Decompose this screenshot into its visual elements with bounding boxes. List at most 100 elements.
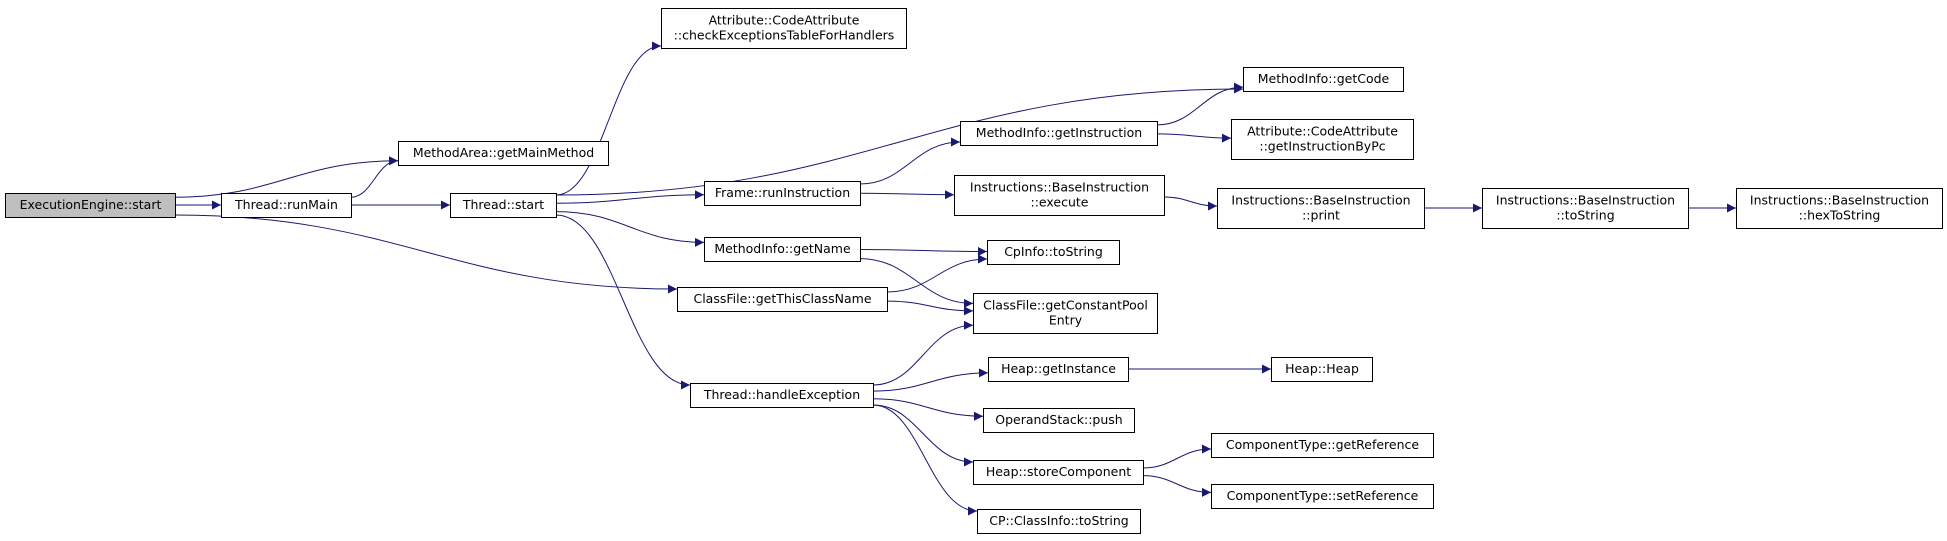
- node-methodinfo-getinstruction[interactable]: MethodInfo::getInstruction: [960, 121, 1158, 146]
- node-label: ::hexToString: [1799, 208, 1881, 223]
- node-box: [450, 193, 557, 218]
- node-box: [1482, 188, 1689, 229]
- node-box: [1736, 188, 1943, 229]
- edge-thread-handleexception-to-heap-getinstance: [872, 368, 989, 392]
- node-label: Entry: [1049, 313, 1083, 328]
- node-label: Thread::runMain: [234, 197, 338, 212]
- node-label: MethodInfo::getInstruction: [976, 125, 1142, 140]
- node-label: ::print: [1302, 208, 1340, 223]
- node-thread-handleexception[interactable]: Thread::handleException: [690, 383, 874, 408]
- node-thread-start[interactable]: Thread::start: [450, 193, 557, 218]
- node-box: [5, 193, 176, 218]
- edge-heap-storecomponent-to-componenttype-setreference: [1142, 475, 1212, 497]
- node-box: [977, 509, 1141, 534]
- node-label: Heap::Heap: [1285, 361, 1359, 376]
- node-label: ClassFile::getThisClassName: [693, 291, 871, 306]
- edge-thread-start-to-codeattribute-checkexceptions: [555, 41, 662, 196]
- node-methodarea-getmainmethod[interactable]: MethodArea::getMainMethod: [398, 141, 609, 166]
- node-baseinstruction-execute[interactable]: Instructions::BaseInstruction::execute: [954, 175, 1165, 216]
- node-codeattribute-checkexceptions[interactable]: Attribute::CodeAttribute::checkException…: [661, 8, 907, 49]
- node-label: OperandStack::push: [995, 412, 1122, 427]
- node-label: Instructions::BaseInstruction: [1496, 193, 1675, 208]
- edge-execution-engine-start-to-methodarea-getmainmethod: [174, 156, 399, 198]
- edge-frame-runinstruction-to-methodinfo-getinstruction: [859, 137, 961, 185]
- edge-methodinfo-getinstruction-to-codeattribute-getinstructionbypc: [1156, 133, 1232, 143]
- node-label: ::execute: [1031, 195, 1089, 210]
- node-label: CpInfo::toString: [1004, 244, 1103, 259]
- edge-classfile-getthisclassname-to-classfile-getconstantpoolentry: [886, 300, 974, 316]
- node-box: [1211, 484, 1434, 509]
- edge-frame-runinstruction-to-baseinstruction-execute: [859, 190, 955, 200]
- node-label: ClassFile::getConstantPool: [983, 298, 1148, 313]
- node-box: [1217, 188, 1425, 229]
- node-classfile-getthisclassname[interactable]: ClassFile::getThisClassName: [677, 287, 888, 312]
- node-label: ComponentType::setReference: [1227, 488, 1419, 503]
- node-box: [960, 121, 1158, 146]
- node-label: Instructions::BaseInstruction: [1750, 193, 1929, 208]
- edge-thread-handleexception-to-operandstack-push: [872, 398, 984, 421]
- node-box: [954, 175, 1165, 216]
- node-box: [987, 240, 1120, 265]
- edges-layer: [174, 41, 1736, 516]
- node-codeattribute-getinstructionbypc[interactable]: Attribute::CodeAttribute::getInstruction…: [1231, 119, 1414, 160]
- node-heap-storecomponent[interactable]: Heap::storeComponent: [973, 460, 1144, 485]
- edge-thread-runmain-to-methodarea-getmainmethod: [350, 156, 399, 198]
- node-box: [973, 293, 1158, 334]
- node-label: ComponentType::getReference: [1226, 437, 1419, 452]
- node-componenttype-setreference[interactable]: ComponentType::setReference: [1211, 484, 1434, 509]
- node-label: ::getInstructionByPc: [1259, 139, 1385, 154]
- edge-thread-handleexception-to-classfile-getconstantpoolentry: [872, 320, 974, 386]
- node-label: ::checkExceptionsTableForHandlers: [674, 28, 895, 43]
- edge-heap-storecomponent-to-componenttype-getreference: [1142, 444, 1212, 469]
- node-box: [690, 383, 874, 408]
- node-heap-getinstance[interactable]: Heap::getInstance: [988, 357, 1129, 382]
- node-frame-runinstruction[interactable]: Frame::runInstruction: [704, 181, 861, 206]
- node-label: Thread::start: [462, 197, 544, 212]
- node-label: Attribute::CodeAttribute: [709, 13, 860, 28]
- node-label: Frame::runInstruction: [715, 185, 850, 200]
- node-box: [983, 408, 1135, 433]
- edge-execution-engine-start-to-classfile-getthisclassname: [174, 214, 678, 294]
- node-box: [677, 287, 888, 312]
- node-baseinstruction-tostring[interactable]: Instructions::BaseInstruction::toString: [1482, 188, 1689, 229]
- node-methodinfo-getname[interactable]: MethodInfo::getName: [704, 237, 861, 262]
- edge-thread-handleexception-to-cp-classinfo-tostring: [872, 404, 978, 516]
- edge-methodinfo-getinstruction-to-methodinfo-getcode: [1156, 82, 1244, 126]
- node-operandstack-push[interactable]: OperandStack::push: [983, 408, 1135, 433]
- edge-classfile-getthisclassname-to-cpinfo-tostring: [886, 254, 988, 293]
- node-baseinstruction-print[interactable]: Instructions::BaseInstruction::print: [1217, 188, 1425, 229]
- node-label: ExecutionEngine::start: [20, 197, 162, 212]
- node-box: [973, 460, 1144, 485]
- node-box: [398, 141, 609, 166]
- node-componenttype-getreference[interactable]: ComponentType::getReference: [1211, 433, 1434, 458]
- node-cp-classinfo-tostring[interactable]: CP::ClassInfo::toString: [977, 509, 1141, 534]
- node-label: Heap::storeComponent: [986, 464, 1131, 479]
- node-label: Thread::handleException: [703, 387, 860, 402]
- node-methodinfo-getcode[interactable]: MethodInfo::getCode: [1243, 67, 1404, 92]
- node-thread-runmain[interactable]: Thread::runMain: [221, 193, 352, 218]
- node-label: Attribute::CodeAttribute: [1247, 124, 1398, 139]
- node-heap-heap[interactable]: Heap::Heap: [1271, 357, 1373, 382]
- node-label: MethodArea::getMainMethod: [413, 145, 594, 160]
- node-label: CP::ClassInfo::toString: [989, 513, 1129, 528]
- node-box: [221, 193, 352, 218]
- edge-thread-start-to-methodinfo-getname: [555, 211, 705, 247]
- node-box: [1211, 433, 1434, 458]
- node-label: Heap::getInstance: [1001, 361, 1116, 376]
- node-box: [988, 357, 1129, 382]
- edge-thread-handleexception-to-heap-storecomponent: [872, 404, 974, 467]
- node-execution-engine-start[interactable]: ExecutionEngine::start: [5, 193, 176, 218]
- node-label: MethodInfo::getName: [714, 241, 851, 256]
- node-cpinfo-tostring[interactable]: CpInfo::toString: [987, 240, 1120, 265]
- edge-thread-start-to-thread-handleexception: [555, 214, 691, 390]
- node-box: [704, 181, 861, 206]
- node-box: [704, 237, 861, 262]
- node-label: ::toString: [1556, 208, 1614, 223]
- edge-methodinfo-getname-to-cpinfo-tostring: [859, 247, 988, 257]
- node-label: Instructions::BaseInstruction: [1231, 193, 1410, 208]
- node-box: [661, 8, 907, 49]
- node-baseinstruction-hextostring[interactable]: Instructions::BaseInstruction::hexToStri…: [1736, 188, 1943, 229]
